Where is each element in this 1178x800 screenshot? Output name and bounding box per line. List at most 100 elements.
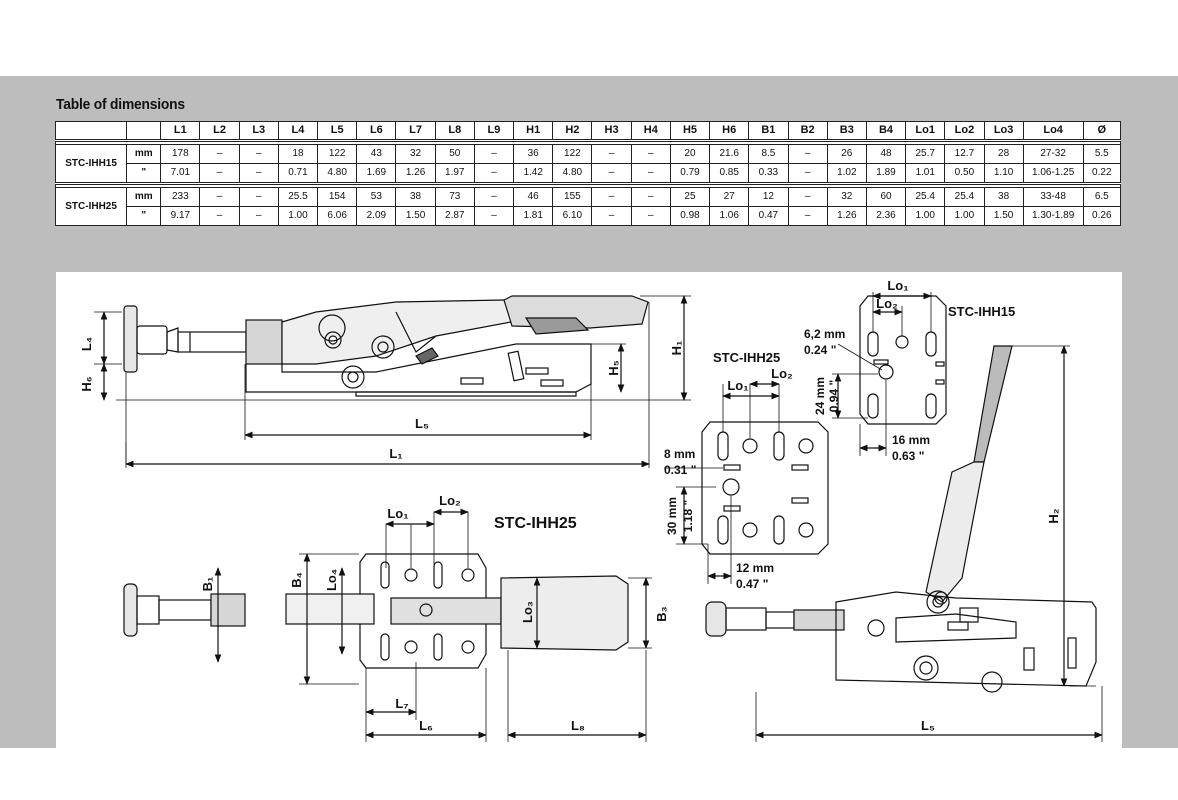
table-cell: 60 — [865, 187, 907, 207]
table-cell: 7.01 — [160, 163, 201, 184]
table-cell: 6.10 — [552, 206, 593, 226]
table-cell: 38 — [395, 187, 436, 207]
plan-view-drawing — [123, 553, 629, 669]
column-header: H5 — [669, 121, 711, 141]
label-l8: L₈ — [571, 718, 585, 733]
table-cell: 0.79 — [669, 163, 711, 184]
table-cell: 0.47 — [748, 206, 789, 226]
table-cell: 122 — [317, 144, 358, 164]
table-cell: 25.4 — [905, 187, 946, 207]
table-cell: – — [473, 206, 515, 226]
dim-0-47in: 0.47 " — [736, 577, 768, 591]
table-cell: – — [630, 206, 671, 226]
table-cell: 0.85 — [709, 163, 750, 184]
label-lo1-ihh25: Lo₁ — [727, 378, 748, 393]
label-lo2-ihh25: Lo₂ — [771, 366, 793, 381]
dim-6-2mm: 6,2 mm — [804, 327, 845, 341]
table-cell: 1.50 — [395, 206, 436, 226]
table-cell: 1.97 — [434, 163, 475, 184]
column-header: L3 — [238, 121, 279, 141]
table-cell: 2.36 — [865, 206, 907, 226]
table-cell: 5.5 — [1082, 144, 1122, 164]
table-cell: 20 — [669, 144, 711, 164]
column-header: H1 — [513, 121, 554, 141]
table-cell: 12 — [748, 187, 789, 207]
table-cell: 2.09 — [356, 206, 397, 226]
table-cell: – — [238, 163, 279, 184]
dim-0-24in: 0.24 " — [804, 343, 836, 357]
table-cell: 53 — [356, 187, 397, 207]
table-cell: 1.50 — [983, 206, 1024, 226]
label-l5-side: L₅ — [415, 416, 429, 431]
unit-cell: " — [126, 206, 162, 226]
column-header: B4 — [865, 121, 907, 141]
column-header: H3 — [591, 121, 632, 141]
dim-8mm: 8 mm — [664, 447, 695, 461]
table-cell: 4.80 — [552, 163, 593, 184]
table-cell: 0.71 — [277, 163, 319, 184]
table-cell: 122 — [552, 144, 593, 164]
table-cell: 32 — [395, 144, 436, 164]
table-cell: 2.87 — [434, 206, 475, 226]
table-cell: – — [591, 187, 632, 207]
unit-cell: " — [126, 163, 162, 184]
label-lo2-ihh15: Lo₂ — [876, 296, 898, 311]
column-header: Ø — [1082, 121, 1122, 141]
table-cell: – — [787, 187, 828, 207]
column-header — [54, 121, 128, 141]
dim-12mm: 12 mm — [736, 561, 774, 575]
table-cell: – — [473, 163, 515, 184]
table-cell: – — [787, 163, 828, 184]
table-cell: – — [591, 206, 632, 226]
label-lo1-ihh15: Lo₁ — [887, 278, 908, 293]
table-cell: 1.26 — [395, 163, 436, 184]
label-b1: B₁ — [200, 577, 215, 592]
title-stc-ihh15-plate: STC-IHH15 — [948, 304, 1015, 319]
table-title: Table of dimensions — [56, 96, 185, 113]
label-l5-iso: L₅ — [921, 718, 935, 733]
dim-16mm: 16 mm — [892, 433, 930, 447]
table-cell: – — [199, 163, 240, 184]
dim-0-94in: 0.94 " — [827, 380, 841, 412]
column-header: B1 — [748, 121, 789, 141]
table-cell: 233 — [160, 187, 201, 207]
table-cell: – — [787, 206, 828, 226]
label-l7: L₇ — [395, 696, 408, 711]
table-cell: 25 — [669, 187, 711, 207]
table-cell: 12.7 — [944, 144, 985, 164]
table-cell: 18 — [277, 144, 319, 164]
label-h2: H₂ — [1046, 508, 1061, 523]
table-cell: – — [630, 187, 671, 207]
table-cell: 4.80 — [317, 163, 358, 184]
unit-cell: mm — [126, 187, 162, 207]
table-cell: 6.5 — [1082, 187, 1122, 207]
column-header: Lo1 — [905, 121, 946, 141]
table-cell: 9.17 — [160, 206, 201, 226]
table-cell: – — [630, 144, 671, 164]
table-cell: 21.6 — [709, 144, 750, 164]
label-b3: B₃ — [654, 606, 669, 621]
table-cell: 0.22 — [1082, 163, 1122, 184]
table-cell: 0.33 — [748, 163, 789, 184]
table-cell: 154 — [317, 187, 358, 207]
table-cell: 38 — [983, 187, 1024, 207]
table-cell: 1.30-1.89 — [1022, 206, 1084, 226]
table-cell: 8.5 — [748, 144, 789, 164]
table-cell: 1.02 — [826, 163, 867, 184]
model-name-cell: STC-IHH25 — [54, 187, 128, 226]
table-cell: 1.00 — [905, 206, 946, 226]
column-header: L2 — [199, 121, 240, 141]
table-cell: 0.26 — [1082, 206, 1122, 226]
table-cell: – — [199, 144, 240, 164]
table-cell: 155 — [552, 187, 593, 207]
table-cell: 0.50 — [944, 163, 985, 184]
label-h6: H₆ — [79, 376, 94, 391]
table-cell: – — [787, 144, 828, 164]
model-name-cell: STC-IHH15 — [54, 144, 128, 184]
table-cell: – — [199, 187, 240, 207]
table-cell: – — [473, 187, 515, 207]
